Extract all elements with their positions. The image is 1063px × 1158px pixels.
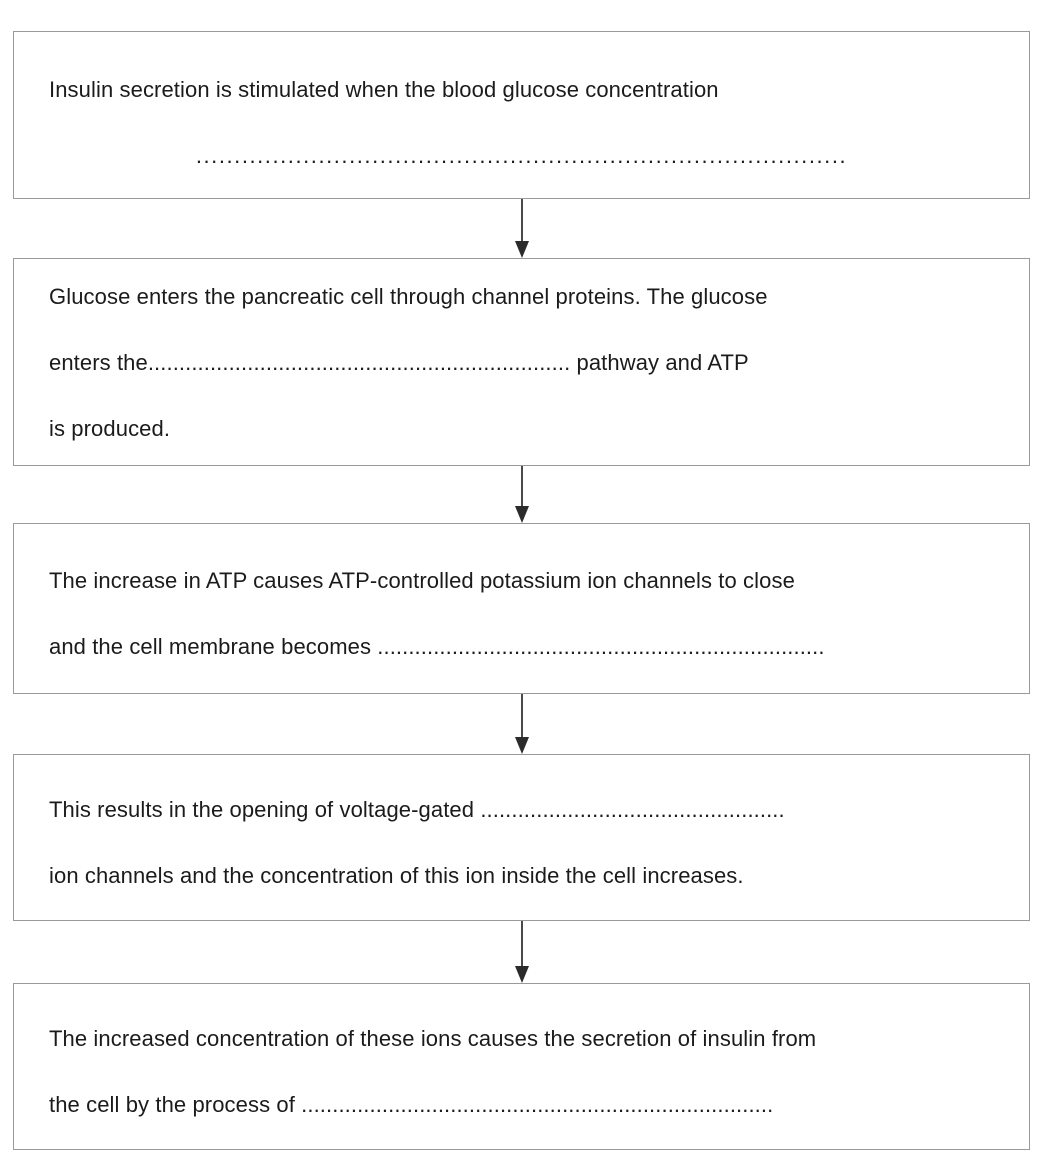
flow-step-5-line-2: the cell by the process of .............… xyxy=(49,1091,774,1117)
flow-step-box-3: The increase in ATP causes ATP-controlle… xyxy=(13,523,1030,694)
flow-step-box-1: Insulin secretion is stimulated when the… xyxy=(13,31,1030,199)
spacer xyxy=(14,597,1029,630)
arrow-shaft xyxy=(521,466,523,507)
arrow-shaft xyxy=(521,921,523,967)
spacer xyxy=(14,1013,1029,1022)
flow-step-2-line-3: is produced. xyxy=(49,415,171,441)
spacer xyxy=(14,784,1029,793)
flow-step-4-line-1: This results in the opening of voltage-g… xyxy=(49,796,785,822)
flow-step-5-line-1: The increased concentration of these ion… xyxy=(49,1025,817,1051)
arrow-down-icon-1 xyxy=(515,199,529,258)
flow-step-1-line-1: Insulin secretion is stimulated when the… xyxy=(49,76,719,102)
flow-step-box-2: Glucose enters the pancreatic cell throu… xyxy=(13,258,1030,466)
spacer xyxy=(14,826,1029,859)
flow-step-box-5: The increased concentration of these ion… xyxy=(13,983,1030,1150)
arrow-down-icon-3 xyxy=(515,694,529,754)
flow-step-2-line-1: Glucose enters the pancreatic cell throu… xyxy=(49,283,768,309)
arrow-down-icon-2 xyxy=(515,466,529,523)
spacer xyxy=(14,59,1029,73)
spacer xyxy=(14,555,1029,564)
flow-step-4-line-2: ion channels and the concentration of th… xyxy=(49,862,744,888)
spacer xyxy=(14,1055,1029,1088)
arrow-head xyxy=(515,966,529,983)
flow-step-3-line-2: and the cell membrane becomes ..........… xyxy=(49,633,825,659)
arrow-head xyxy=(515,241,529,258)
spacer xyxy=(14,379,1029,412)
flow-step-3-line-1: The increase in ATP causes ATP-controlle… xyxy=(49,567,795,593)
arrow-head xyxy=(515,506,529,523)
arrow-head xyxy=(515,737,529,754)
spacer xyxy=(14,313,1029,346)
arrow-down-icon-4 xyxy=(515,921,529,983)
flow-step-2-line-2: enters the..............................… xyxy=(49,349,749,375)
flow-step-box-4: This results in the opening of voltage-g… xyxy=(13,754,1030,921)
spacer xyxy=(14,106,1029,139)
flow-step-1-blank-dots: ........................................… xyxy=(195,142,848,168)
arrow-shaft xyxy=(521,694,523,738)
arrow-shaft xyxy=(521,199,523,242)
